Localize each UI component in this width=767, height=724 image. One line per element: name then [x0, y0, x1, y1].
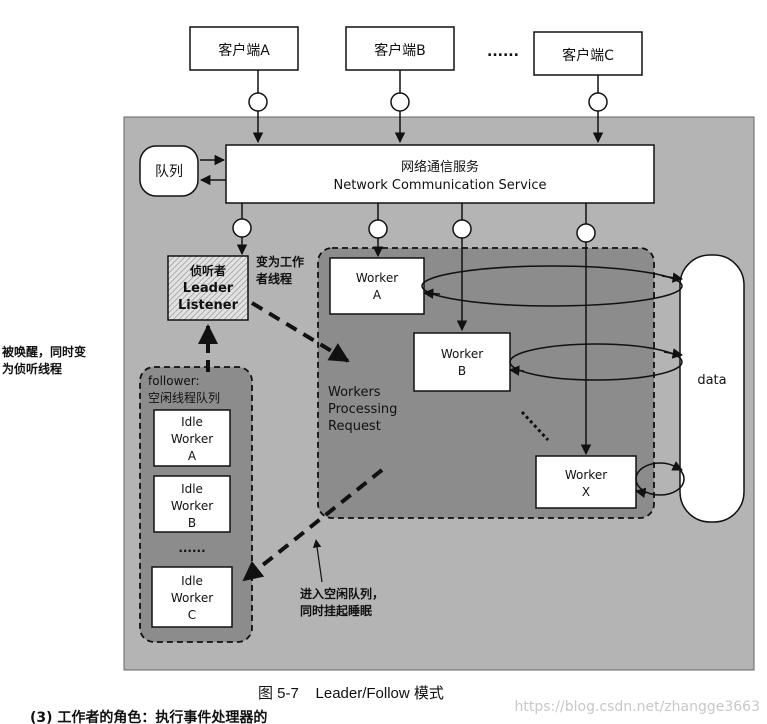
worker-to-idle-arrow	[242, 468, 384, 582]
worker-b-data-loop	[508, 343, 684, 381]
service-to-worker-x-connector	[576, 203, 596, 456]
client-b-box: 客户端B	[345, 26, 455, 71]
client-c-connector	[588, 75, 608, 144]
svg-text:者线程: 者线程	[255, 271, 292, 286]
bottom-text: (3) 工作者的角色：执行事件处理器的	[30, 709, 267, 724]
idle-worker-a-box: Idle Worker A	[153, 409, 231, 467]
svg-text:变为工作: 变为工作	[256, 254, 304, 269]
leader-listener-box: 侦听者 Leader Listener	[167, 255, 249, 321]
idle-worker-b-box: Idle Worker B	[153, 475, 231, 533]
svg-text:Worker: Worker	[171, 591, 213, 605]
svg-text:Idle: Idle	[181, 415, 203, 429]
network-service-zh: 网络通信服务	[401, 159, 479, 175]
worker-a-box: Worker A	[329, 257, 425, 315]
svg-text:B: B	[188, 516, 196, 530]
svg-text:Processing: Processing	[328, 402, 397, 417]
data-store: data	[679, 254, 745, 523]
client-a-connector	[248, 70, 268, 144]
worker-b-box: Worker B	[413, 332, 511, 392]
follower-queue-label: follower: 空闲线程队列	[148, 374, 220, 405]
woken-label: 被唤醒，同时变 为侦听线程	[2, 344, 86, 376]
svg-text:进入空闲队列，: 进入空闲队列，	[300, 586, 384, 601]
client-b-label: 客户端B	[374, 42, 426, 59]
leader-line1: 侦听者	[189, 263, 226, 278]
queue-label: 队列	[155, 164, 183, 180]
network-service-box: 网络通信服务 Network Communication Service	[225, 144, 655, 204]
svg-text:为侦听线程: 为侦听线程	[2, 361, 62, 376]
worker-x-data-loop	[634, 461, 685, 499]
service-to-worker-a-connector	[368, 203, 388, 258]
workers-ellipsis	[520, 410, 550, 442]
svg-text:B: B	[458, 364, 466, 378]
workers-processing-label: Workers Processing Request	[328, 385, 397, 434]
svg-text:C: C	[188, 608, 196, 622]
svg-text:Idle: Idle	[181, 574, 203, 588]
worker-x-box: Worker X	[535, 455, 637, 509]
figure-caption: 图 5-7 Leader/Follow 模式	[258, 685, 444, 702]
leader-line3: Listener	[178, 298, 239, 313]
client-c-label: 客户端C	[562, 47, 614, 64]
svg-text:Worker: Worker	[565, 468, 607, 482]
svg-text:Request: Request	[328, 419, 381, 434]
svg-text:Worker: Worker	[171, 432, 213, 446]
client-a-box: 客户端A	[189, 26, 299, 71]
enter-idle-label: 进入空闲队列， 同时挂起睡眠	[300, 586, 384, 618]
svg-text:Worker: Worker	[171, 499, 213, 513]
service-to-worker-b-connector	[452, 203, 472, 332]
svg-text:follower:: follower:	[148, 374, 200, 388]
queue-box: 队列	[139, 145, 199, 197]
svg-text:Idle: Idle	[181, 482, 203, 496]
enter-idle-pointer	[312, 539, 323, 583]
idle-ellipsis: ......	[178, 541, 205, 555]
data-label: data	[697, 373, 726, 388]
svg-text:Workers: Workers	[328, 385, 381, 400]
worker-a-data-loop	[421, 265, 684, 307]
service-to-leader-connector	[232, 203, 252, 256]
svg-text:A: A	[188, 449, 197, 463]
client-a-label: 客户端A	[218, 42, 270, 59]
svg-text:Worker: Worker	[356, 271, 398, 285]
become-worker-label: 变为工作 者线程	[255, 254, 304, 286]
leader-line2: Leader	[183, 281, 234, 296]
clients-ellipsis: ......	[487, 44, 519, 60]
client-b-connector	[390, 70, 410, 144]
client-c-box: 客户端C	[533, 31, 643, 76]
svg-text:Worker: Worker	[441, 347, 483, 361]
network-service-en: Network Communication Service	[333, 178, 546, 193]
svg-text:同时挂起睡眠: 同时挂起睡眠	[300, 603, 372, 618]
svg-text:X: X	[582, 485, 590, 499]
svg-text:A: A	[373, 288, 382, 302]
watermark: https://blog.csdn.net/zhangge3663	[515, 699, 760, 715]
idle-worker-c-box: Idle Worker C	[151, 566, 233, 628]
svg-text:被唤醒，同时变: 被唤醒，同时变	[2, 344, 86, 359]
svg-text:空闲线程队列: 空闲线程队列	[148, 390, 220, 405]
